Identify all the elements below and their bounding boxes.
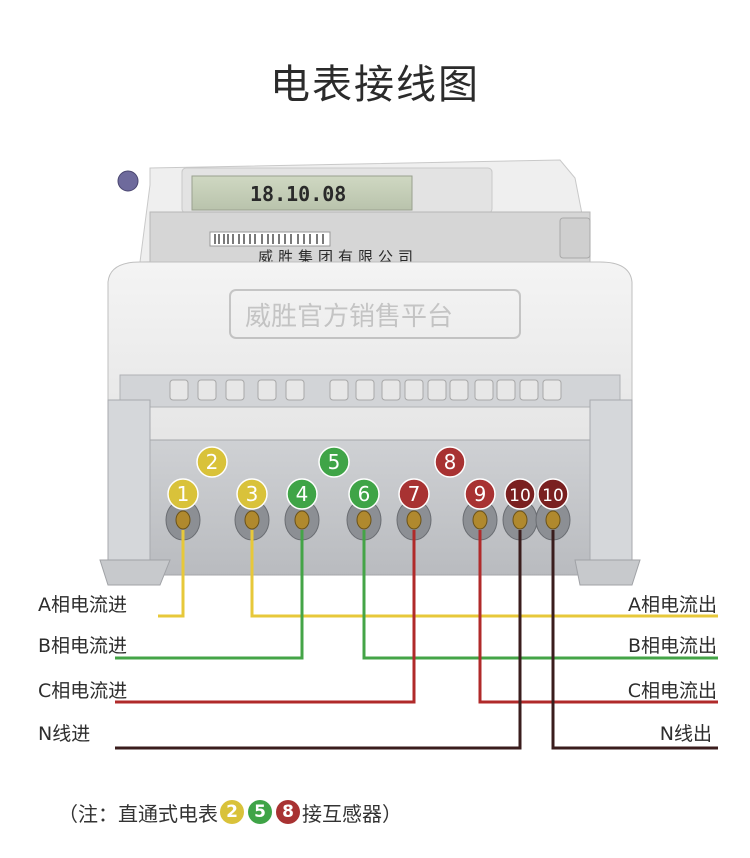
badge-number: 4 [296, 482, 309, 506]
watermark-text: 威胜官方销售平台 [245, 302, 453, 332]
wires [115, 530, 718, 750]
label-a-phase-out: A相电流出 [628, 594, 717, 616]
note-open: （注：直通式电表 [58, 801, 218, 826]
note-badge-5: 5 [248, 800, 272, 824]
wire [362, 530, 718, 660]
label-b-phase-out: B相电流出 [628, 635, 717, 657]
badge-circle [348, 478, 380, 510]
badge-number: 3 [246, 482, 259, 506]
terminal-badge: 7 [398, 478, 430, 510]
terminal-badge: 3 [236, 478, 268, 510]
wire [478, 530, 718, 704]
side-latch [559, 217, 591, 259]
mounting-foot-right [574, 559, 641, 586]
barcode [209, 231, 331, 247]
wire [158, 530, 185, 618]
badge-circle [318, 446, 350, 478]
footnote: （注：直通式电表 2 5 8 接互感器） [58, 795, 402, 829]
terminal-badge: 4 [286, 478, 318, 510]
note-badge-2: 2 [220, 800, 244, 824]
badge-circle [464, 478, 496, 510]
note-close: 接互感器） [302, 801, 402, 826]
upper-terminal-badge: 8 [434, 446, 466, 478]
badge-circle [196, 446, 228, 478]
right-labels: A相电流出 B相电流出 C相电流出 N线出 [628, 594, 717, 745]
brass-screw-icon [472, 510, 488, 530]
meter-body: 18.10.08 威胜集团有限公司 [117, 159, 591, 266]
brass-screw-icon [244, 510, 260, 530]
badge-number: 7 [408, 482, 421, 506]
badge-circle [286, 478, 318, 510]
label-n-out: N线出 [660, 723, 712, 745]
label-c-phase-out: C相电流出 [628, 680, 717, 702]
upper-terminal-badge: 5 [318, 446, 350, 478]
watermark: 威胜官方销售平台 [229, 289, 521, 339]
page-title: 电表接线图 [270, 62, 480, 108]
wire [115, 530, 416, 704]
badge-circle [434, 446, 466, 478]
badge-number: 2 [206, 450, 219, 474]
label-c-phase-in: C相电流进 [38, 680, 127, 702]
lcd-screen [191, 175, 413, 211]
upper-terminal-badge: 2 [196, 446, 228, 478]
wire [115, 530, 304, 660]
label-n-in: N线进 [38, 723, 90, 745]
terminal-badges: 1 3 4 6 7 9 10 10 2 5 8 [167, 446, 569, 510]
terminal-badge: 6 [348, 478, 380, 510]
lcd-reading: 18.10.08 [250, 182, 346, 206]
badge-circle [236, 478, 268, 510]
wire [250, 530, 718, 618]
wire [551, 530, 718, 750]
seal-screw-icon [117, 170, 139, 192]
note-badge-8: 8 [276, 800, 300, 824]
brass-screw-icon [356, 510, 372, 530]
badge-circle [167, 478, 199, 510]
badge-number: 10 [542, 486, 564, 506]
brass-screw-icon [294, 510, 310, 530]
terminal-badge: 9 [464, 478, 496, 510]
left-labels: A相电流进 B相电流进 C相电流进 N线进 [38, 594, 127, 745]
badge-number: 6 [358, 482, 371, 506]
mounting-foot-left [99, 559, 171, 586]
terminal-badge: 1 [167, 478, 199, 510]
badge-number: 8 [444, 450, 457, 474]
wire [115, 530, 522, 750]
terminal-badge: 10 [504, 478, 536, 510]
terminal-badge: 10 [537, 478, 569, 510]
brass-screw-icon [545, 510, 561, 530]
badge-number: 5 [328, 450, 341, 474]
badge-number: 10 [509, 486, 531, 506]
label-a-phase-in: A相电流进 [38, 594, 127, 616]
label-b-phase-in: B相电流进 [38, 635, 127, 657]
brass-screw-icon [512, 510, 528, 530]
badge-circle [537, 478, 569, 510]
brass-screw-icon [406, 510, 422, 530]
badge-circle [398, 478, 430, 510]
badge-number: 1 [177, 482, 190, 506]
badge-circle [504, 478, 536, 510]
badge-number: 9 [474, 482, 487, 506]
brass-screw-icon [175, 510, 191, 530]
